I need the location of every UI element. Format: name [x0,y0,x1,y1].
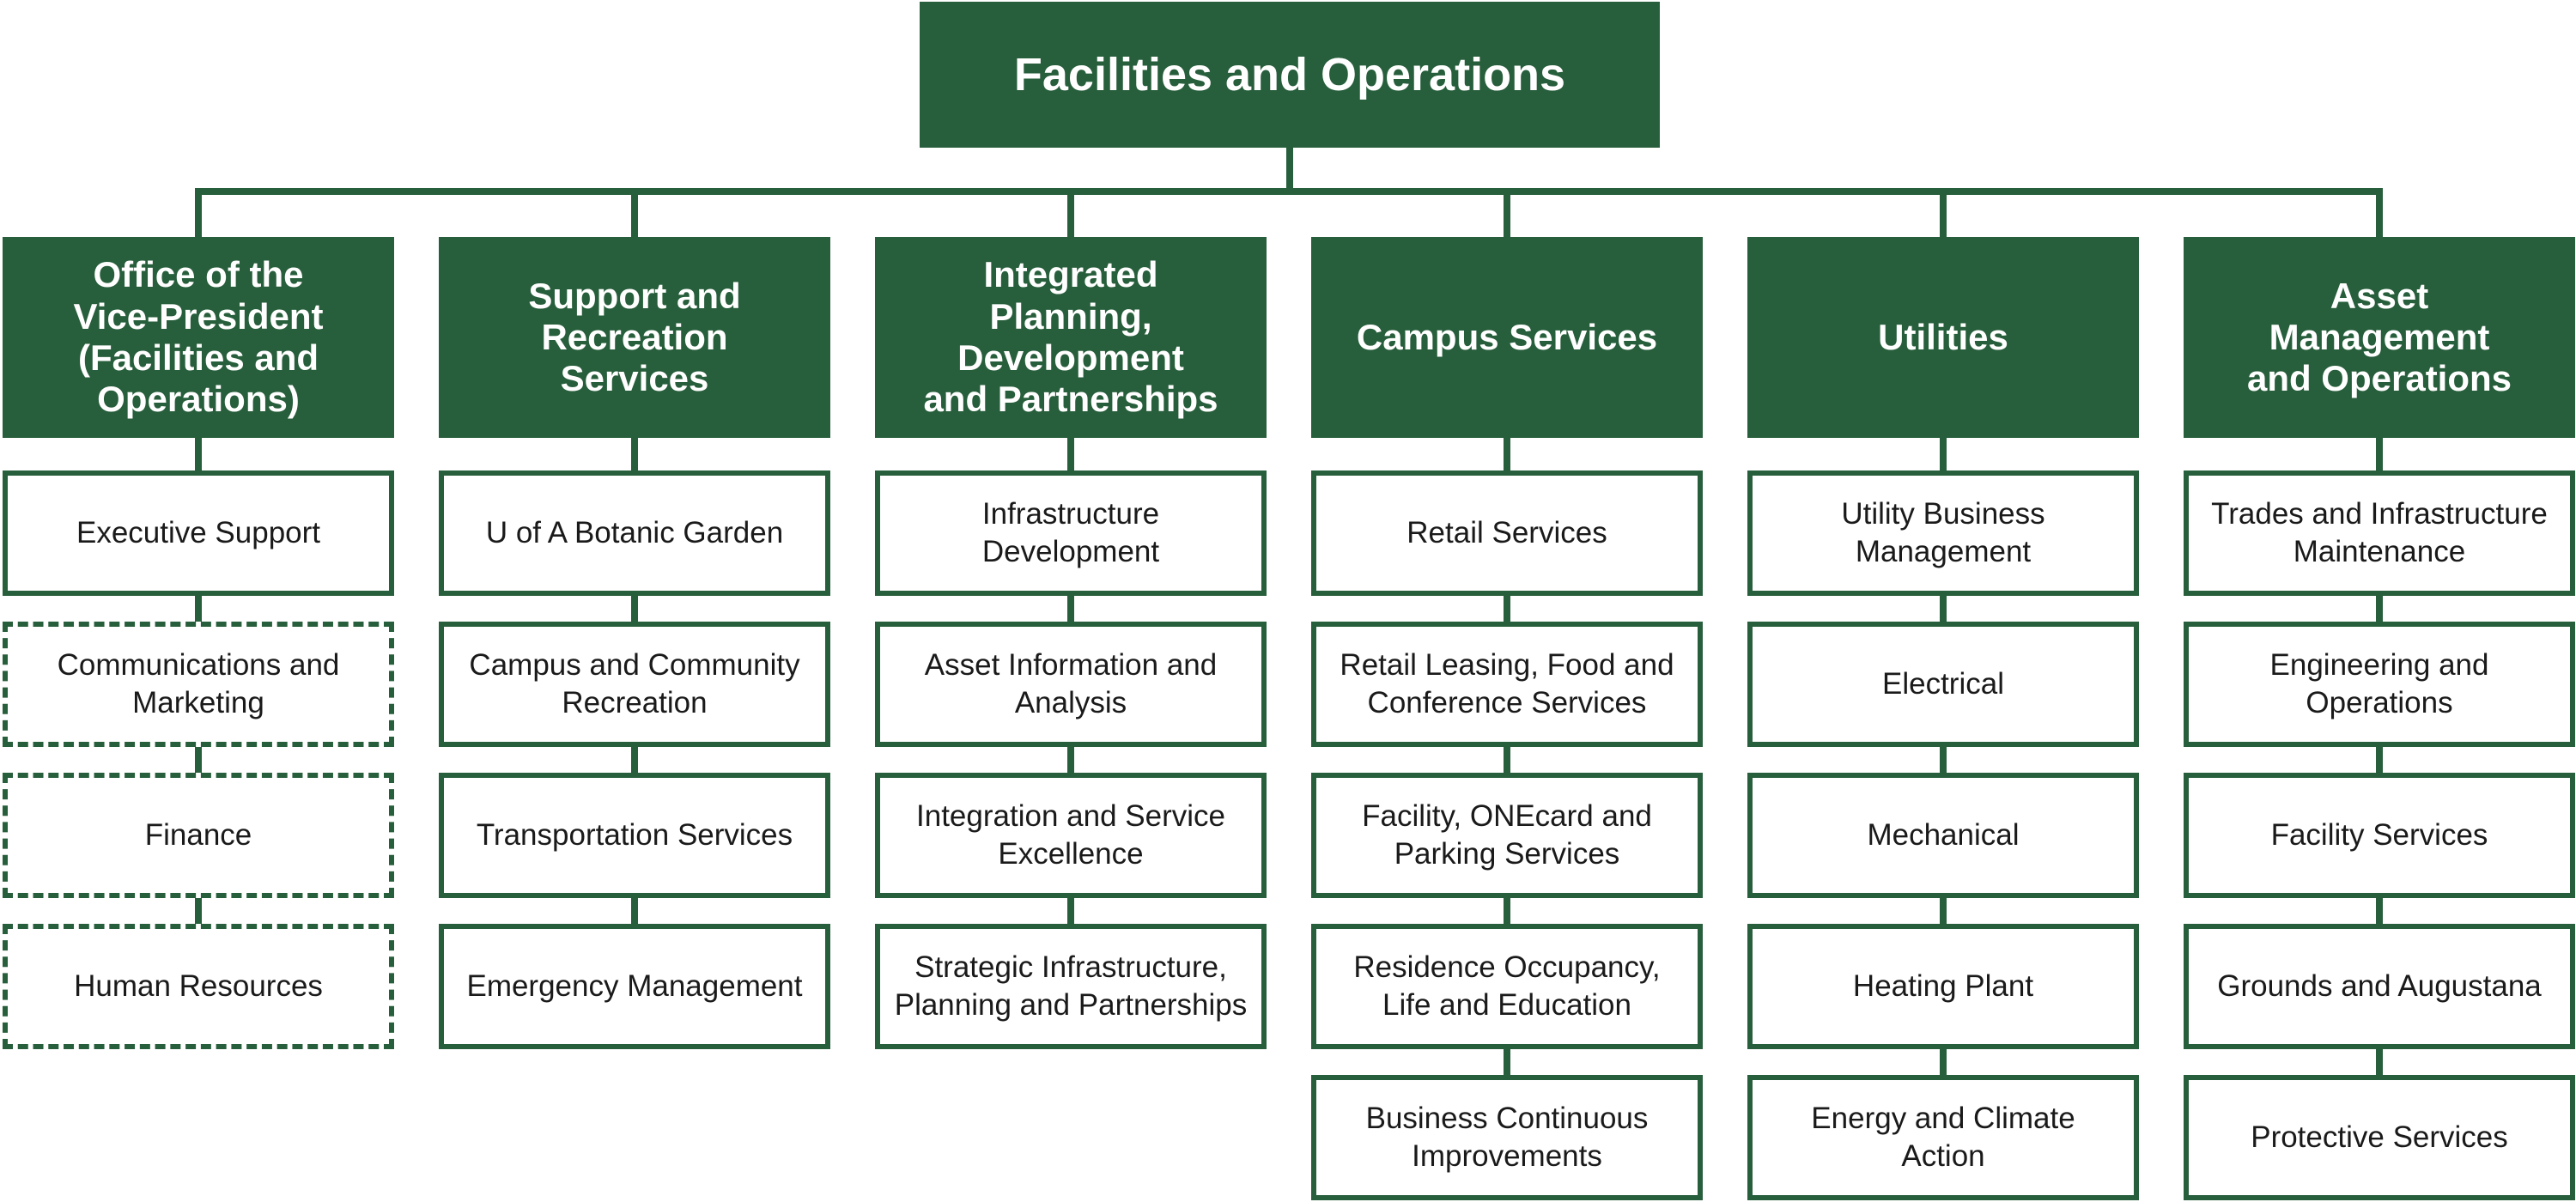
department-box: Asset Management and Operations [2184,237,2575,438]
connector-dept-drop [1067,191,1074,237]
connector-unit [1504,596,1510,622]
org-chart-root: Facilities and Operations [920,2,1660,148]
connector-unit [1067,898,1074,924]
unit-box: Asset Information and Analysis [875,622,1267,747]
unit-box: Infrastructure Development [875,470,1267,596]
connector-unit [1940,438,1947,470]
connector-unit [1067,438,1074,470]
connector-unit [2376,438,2383,470]
unit-box: U of A Botanic Garden [439,470,830,596]
unit-box: Human Resources [3,924,394,1049]
connector-dept-drop [1940,191,1947,237]
connector-unit [195,438,202,470]
unit-box: Retail Leasing, Food and Conference Serv… [1311,622,1703,747]
connector-unit [1504,1049,1510,1075]
unit-box: Utility Business Management [1747,470,2139,596]
connector-unit [1940,1049,1947,1075]
unit-box: Engineering and Operations [2184,622,2575,747]
connector-unit [1940,898,1947,924]
connector-unit [631,747,638,773]
department-box: Utilities [1747,237,2139,438]
connector-dept-drop [1504,191,1510,237]
connector-unit [2376,1049,2383,1075]
unit-box: Executive Support [3,470,394,596]
unit-box: Facility, ONEcard and Parking Services [1311,773,1703,898]
unit-box: Emergency Management [439,924,830,1049]
unit-box: Electrical [1747,622,2139,747]
connector-dept-drop [2376,191,2383,237]
unit-box: Communications and Marketing [3,622,394,747]
unit-box: Heating Plant [1747,924,2139,1049]
connector-dept-drop [195,191,202,237]
unit-box: Campus and Community Recreation [439,622,830,747]
connector-unit [1504,438,1510,470]
connector-dotted-reporting [195,747,202,773]
connector-unit [1940,747,1947,773]
connector-bus [195,188,2383,195]
connector-dotted-reporting [195,898,202,924]
unit-box: Grounds and Augustana [2184,924,2575,1049]
connector-unit [2376,596,2383,622]
connector-unit [1067,747,1074,773]
connector-unit [2376,747,2383,773]
connector-unit [1504,898,1510,924]
unit-box: Integration and Service Excellence [875,773,1267,898]
connector-root-stem [1286,148,1293,195]
unit-box: Protective Services [2184,1075,2575,1200]
connector-unit [631,596,638,622]
unit-box: Retail Services [1311,470,1703,596]
unit-box: Finance [3,773,394,898]
department-box: Integrated Planning, Development and Par… [875,237,1267,438]
unit-box: Facility Services [2184,773,2575,898]
connector-unit [1940,596,1947,622]
unit-box: Strategic Infrastructure, Planning and P… [875,924,1267,1049]
connector-dept-drop [631,191,638,237]
department-box: Support and Recreation Services [439,237,830,438]
unit-box: Transportation Services [439,773,830,898]
unit-box: Energy and Climate Action [1747,1075,2139,1200]
connector-dotted-reporting [195,596,202,622]
department-box: Campus Services [1311,237,1703,438]
connector-unit [1067,596,1074,622]
department-box: Office of the Vice-President (Facilities… [3,237,394,438]
connector-unit [631,898,638,924]
unit-box: Trades and Infrastructure Maintenance [2184,470,2575,596]
connector-unit [1504,747,1510,773]
unit-box: Mechanical [1747,773,2139,898]
connector-unit [2376,898,2383,924]
unit-box: Residence Occupancy, Life and Education [1311,924,1703,1049]
unit-box: Business Continuous Improvements [1311,1075,1703,1200]
connector-unit [631,438,638,470]
